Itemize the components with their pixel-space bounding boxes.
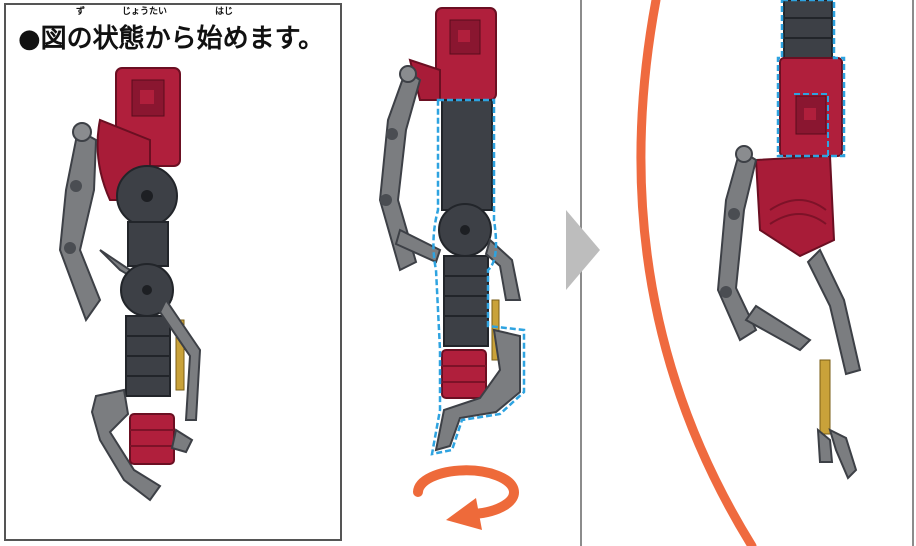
step1-ruby-row: ず じょうたい はじ: [18, 4, 338, 17]
arm-part-step2: [378, 7, 526, 456]
divider-right: [912, 0, 914, 546]
highlight-outline: [430, 98, 526, 456]
arm-part-step3: [716, 0, 862, 480]
step1-heading: ●図の状態から始めます。: [18, 24, 325, 54]
next-step-chevron-icon: [566, 210, 600, 290]
ruby-joutai: じょうたい: [122, 7, 168, 17]
ruby-haji: はじ: [215, 7, 234, 17]
divider-left: [580, 0, 582, 546]
rotate-arrow-icon: [413, 465, 519, 530]
motion-arc-icon: [636, 0, 757, 546]
ruby-zu: ず: [76, 7, 86, 17]
arm-part-step1: [58, 67, 202, 502]
highlight-outline-step3: [776, 0, 846, 158]
